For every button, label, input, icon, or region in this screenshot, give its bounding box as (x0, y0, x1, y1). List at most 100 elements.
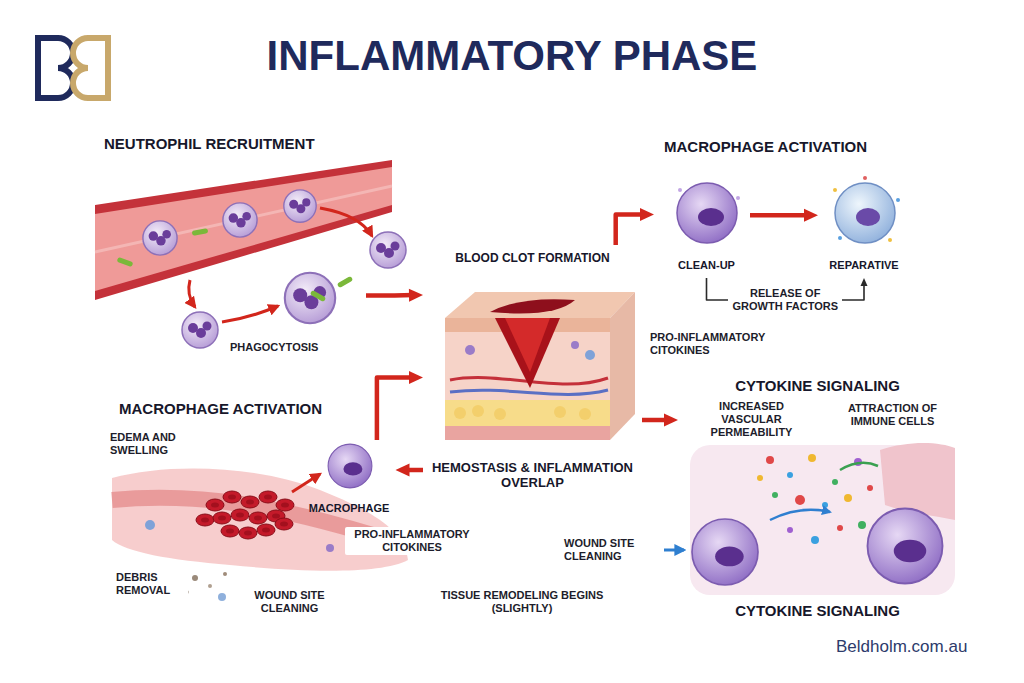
cleanup-cell: CLEAN-UP (663, 168, 750, 278)
small-macrophage (292, 444, 372, 492)
bacterium-part (337, 276, 353, 288)
panel-heading: MACROPHAGE ACTIVATION (119, 400, 401, 418)
connector (377, 371, 423, 440)
skin-block-part (454, 407, 466, 419)
connector-line (616, 214, 645, 245)
small-macrophage-part (292, 474, 320, 492)
cytokine-field-part (832, 479, 838, 485)
cytokine-field-part (757, 475, 763, 481)
callout-label: PHAGOCYTOSIS (228, 340, 320, 355)
reparative-cell: REPARATIVE (818, 168, 910, 278)
macrophage-cell: MACROPHAGE (303, 440, 396, 520)
bacterium-part (117, 257, 134, 267)
debris-part (192, 575, 198, 581)
cytokine-field-part (664, 549, 684, 552)
arrow-head (804, 209, 818, 222)
cytokine-field (664, 443, 955, 595)
arrow-head (396, 464, 410, 477)
callout-label: WOUND SITE CLEANING (562, 536, 664, 564)
reparative-macrophage-part (863, 176, 867, 180)
connector-line (377, 378, 413, 441)
neutrophil-panel: NEUTROPHIL RECRUITMENT (94, 125, 366, 365)
connector-line (366, 293, 413, 298)
macrophage-cell (677, 183, 740, 243)
skin-block-part (505, 318, 550, 372)
red-blood-cell-part (257, 524, 275, 536)
connector (366, 289, 423, 302)
cytokine-field-part (772, 492, 778, 498)
debris-part (223, 572, 227, 576)
cell-label: MACROPHAGE (308, 502, 391, 515)
bacterium-part (192, 228, 209, 236)
blood-vessel-part (95, 160, 392, 300)
cell-label: CLEAN-UP (669, 259, 744, 272)
skin-block-part (445, 426, 610, 440)
skin-block-part (472, 405, 484, 417)
logo-mark (38, 38, 108, 98)
arrow-head (409, 371, 423, 384)
red-blood-cell-part (276, 499, 294, 511)
arrow-head (664, 414, 678, 427)
cytokine-field-part (808, 454, 816, 462)
cytokine-field-part (840, 463, 878, 470)
debris-part (208, 584, 212, 588)
red-blood-cell-part (206, 499, 224, 511)
cytokine-field-part (867, 485, 873, 491)
cytokine-field-part (770, 510, 830, 520)
cytokine-field-part (837, 525, 843, 531)
red-blood-cell-part (241, 496, 259, 508)
red-blood-cell-part (213, 512, 231, 524)
cytokine-field-part (868, 509, 943, 584)
reparative-macrophage-part (896, 198, 900, 202)
callout-label: WOUND SITE CLEANING (240, 588, 339, 616)
edge-label: RELEASE OF GROWTH FACTORS (728, 286, 842, 314)
blood-vessel-part (95, 186, 392, 252)
callout-label: TISSUE REMODELING BEGINS (SLIGHTLY) (435, 588, 609, 616)
red-blood-cell-part (231, 509, 249, 521)
migration-arrow-part (320, 208, 372, 236)
cytokine-field-part (822, 502, 828, 508)
red-blood-cell-part (275, 518, 293, 530)
neutrophil-cell-part (223, 203, 257, 237)
reparative-macrophage (833, 176, 900, 243)
neutrophil-cell-part (143, 221, 177, 255)
migration-arrow (189, 208, 372, 322)
cytokine-field-part (692, 519, 758, 585)
skin-block-part (450, 390, 608, 394)
bacterium-part (310, 290, 326, 302)
red-blood-cell-part (249, 512, 267, 524)
bacterium (117, 228, 354, 302)
small-macrophage-part (328, 444, 372, 488)
reparative-macrophage-part (888, 238, 892, 242)
connector (616, 208, 654, 245)
arrow-head (409, 289, 423, 302)
red-blood-cell-part (239, 527, 257, 539)
skin-block-part (445, 292, 635, 318)
panel-heading: BLOOD CLOT FORMATION (429, 251, 636, 265)
blood-vessel-part (95, 167, 392, 291)
connector-line (750, 213, 808, 218)
debris-part (218, 593, 226, 601)
cytokine-field-part (880, 443, 955, 520)
logo-mark-part (38, 38, 73, 98)
callout-label: DEBRIS REMOVAL (114, 570, 188, 598)
callout-label: INCREASED VASCULAR PERMEABILITY (697, 399, 806, 441)
skin-block-part (579, 408, 591, 420)
neutrophil-cell-part (370, 232, 406, 268)
migration-arrow-part (222, 306, 278, 322)
cytokine-field-part (811, 536, 819, 544)
panel-heading: CYTOKINE SIGNALING (683, 377, 952, 395)
skin-block-part (494, 408, 506, 420)
callout-label: PRO-INFLAMMATORY CITOKINES (345, 527, 479, 555)
blood-vessel (95, 160, 392, 300)
skin-block-part (571, 341, 579, 349)
panel-heading: MACROPHAGE ACTIVATION (664, 138, 936, 156)
reparative-macrophage-part (833, 188, 837, 192)
macrophage-cell-part (736, 196, 740, 200)
wound-panel: BLOOD CLOT FORMATIONHEMOSTASIS & INFLAMM… (423, 245, 642, 495)
reparative-macrophage-part (838, 236, 842, 240)
connector (642, 414, 678, 427)
neutrophil-cell (143, 190, 406, 348)
skin-block-part (490, 299, 575, 313)
